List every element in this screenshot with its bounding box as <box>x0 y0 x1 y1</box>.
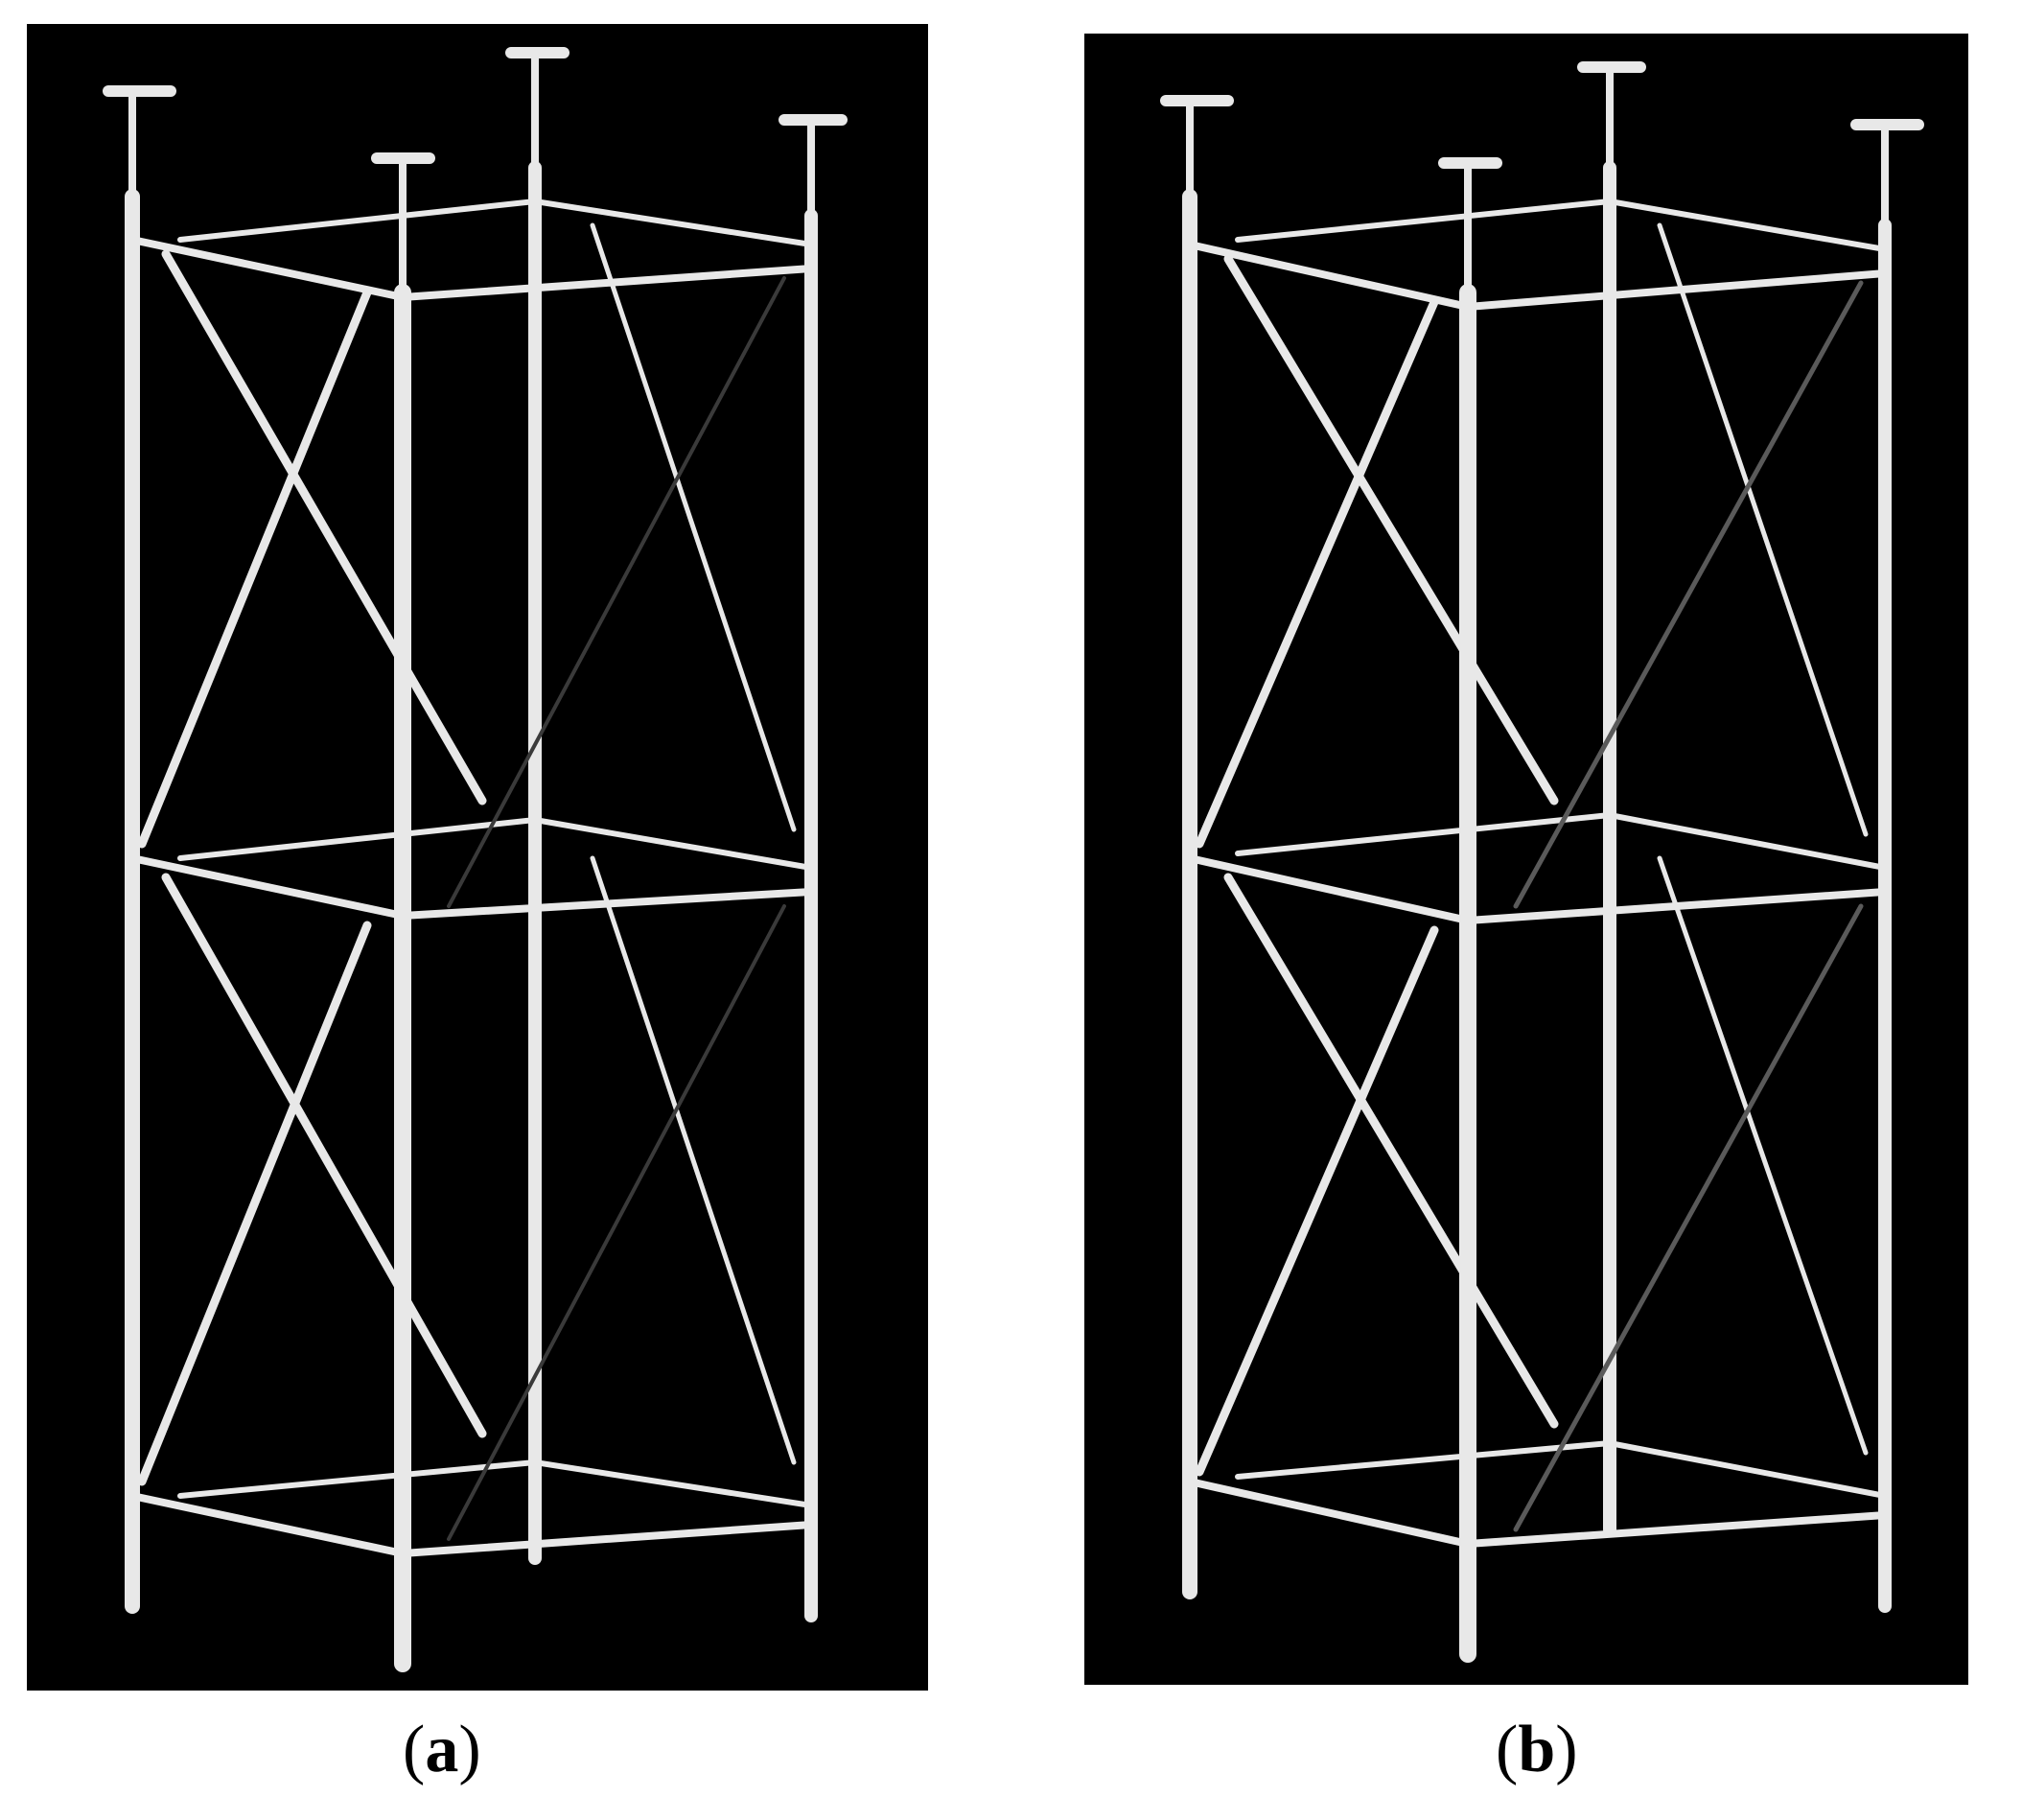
scaffold-tower-b <box>1160 61 1924 1663</box>
paren-close: ) <box>1555 1713 1578 1786</box>
scaffold-tower-a <box>103 47 848 1672</box>
paren-close: ) <box>458 1713 481 1786</box>
photo-panel-b <box>1084 34 1968 1685</box>
caption-a: (a) <box>403 1716 481 1784</box>
paren-open: ( <box>403 1713 426 1786</box>
caption-letter-a: a <box>425 1713 459 1786</box>
caption-b: (b) <box>1496 1716 1578 1784</box>
photo-panel-a <box>27 24 928 1691</box>
paren-open: ( <box>1496 1713 1519 1786</box>
caption-letter-b: b <box>1518 1713 1556 1786</box>
